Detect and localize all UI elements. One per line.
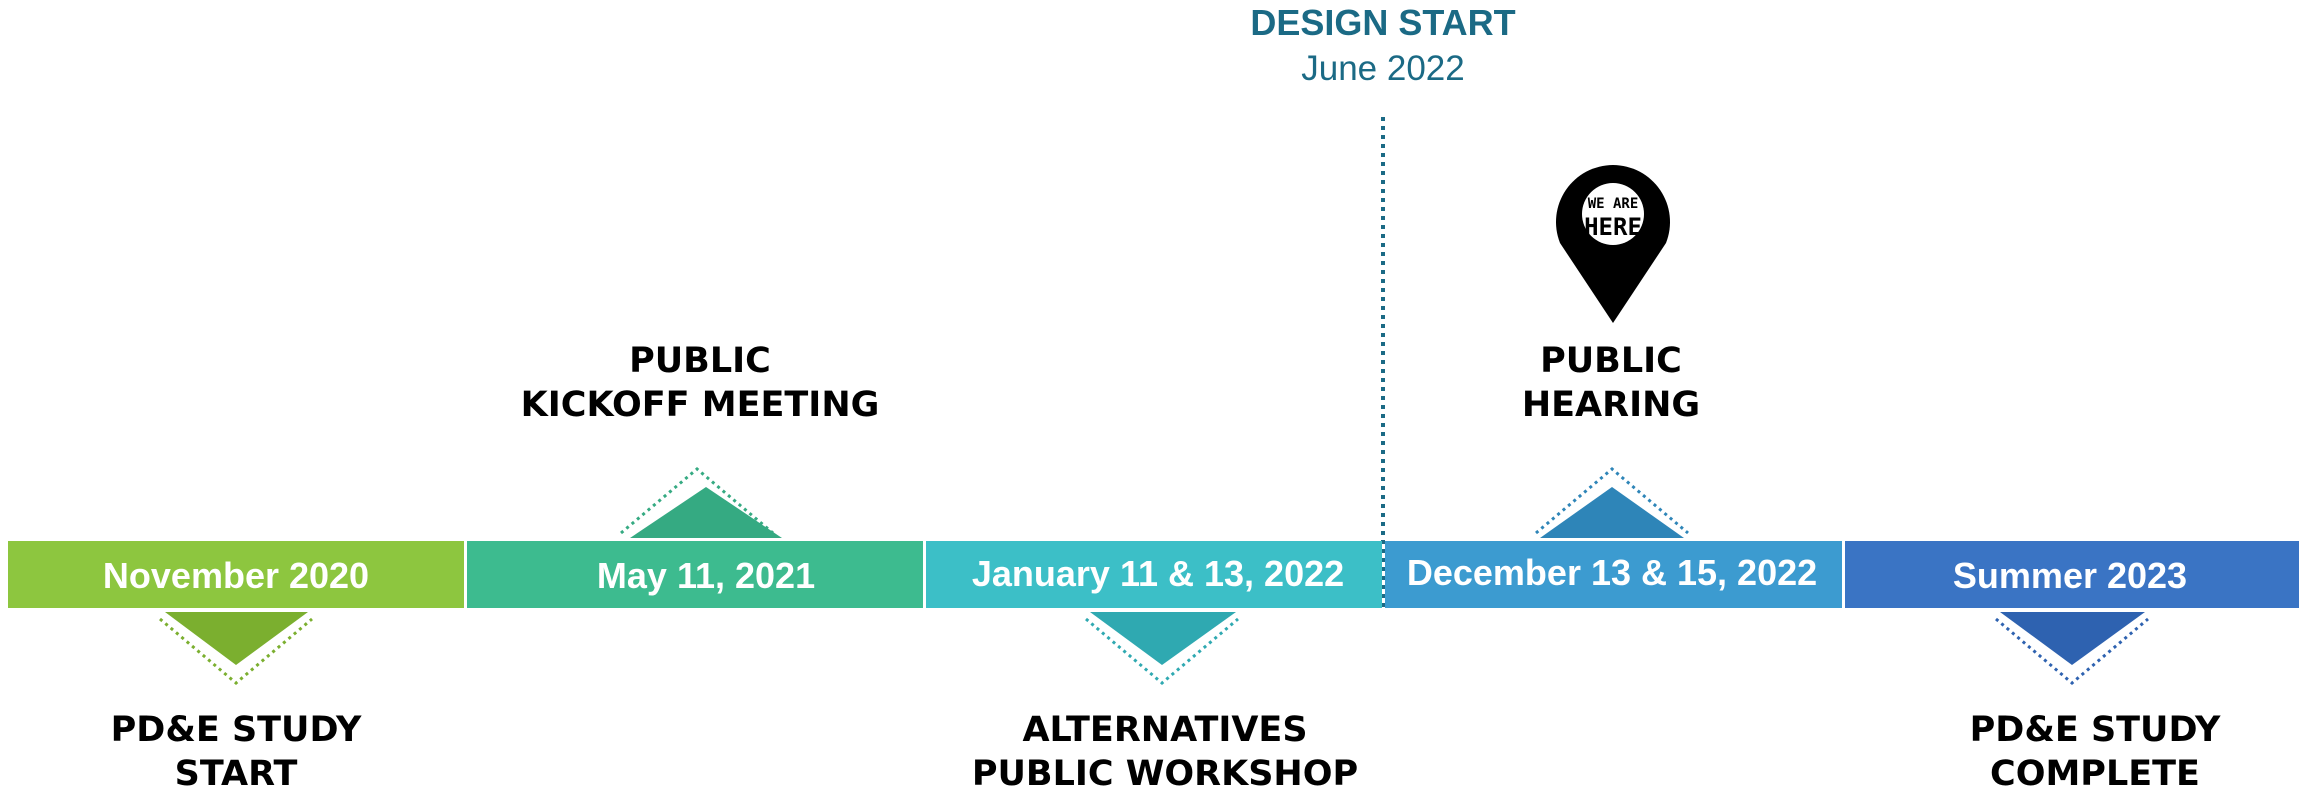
segment-january-2022 (926, 541, 1382, 608)
location-pin-icon: WE ARE HERE (1556, 165, 1670, 323)
segment-december-2022 (1385, 541, 1842, 608)
milestone-4-line-1: PUBLIC (1540, 341, 1682, 381)
milestone-5-line-2: COMPLETE (1990, 754, 2200, 790)
date-label-2: May 11, 2021 (597, 555, 815, 596)
date-labels: November 2020 May 11, 2021 January 11 & … (103, 552, 2187, 596)
marker-dotted-chevron-5 (1995, 617, 2149, 685)
date-label-3: January 11 & 13, 2022 (972, 553, 1344, 594)
design-start-date: June 2022 (1301, 49, 1464, 88)
segment-summer-2023 (1845, 541, 2299, 608)
milestone-4-line-2: HEARING (1522, 385, 1700, 425)
milestone-2-line-1: PUBLIC (629, 341, 771, 381)
date-label-4: December 13 & 15, 2022 (1407, 552, 1817, 593)
marker-dotted-chevron-2 (620, 467, 774, 535)
marker-up-triangle-2 (630, 487, 782, 538)
date-label-1: November 2020 (103, 555, 369, 596)
design-start-title: DESIGN START (1250, 2, 1515, 43)
milestone-markers (159, 467, 2149, 685)
marker-up-triangle-4 (1540, 487, 1684, 538)
milestone-3-line-1: ALTERNATIVES (1022, 710, 1307, 750)
pin-text-line-2: HERE (1584, 213, 1642, 241)
marker-down-triangle-3 (1090, 612, 1236, 665)
marker-dotted-chevron-3 (1085, 617, 1239, 685)
date-label-5: Summer 2023 (1953, 555, 2187, 596)
segment-november-2020 (8, 541, 464, 608)
milestone-2-line-2: KICKOFF MEETING (521, 385, 880, 425)
pin-inner-circle (1582, 183, 1644, 245)
segment-may-2021 (467, 541, 923, 608)
timeline-bar (8, 541, 2299, 608)
design-start-marker: DESIGN START June 2022 (1250, 2, 1516, 612)
marker-dotted-chevron-1 (159, 617, 313, 685)
milestone-3-line-2: PUBLIC WORKSHOP (972, 754, 1358, 790)
milestone-1-line-2: START (175, 754, 298, 790)
milestone-labels: PD&E STUDY START PUBLIC KICKOFF MEETING … (111, 341, 2221, 790)
milestone-1-line-1: PD&E STUDY (111, 710, 362, 750)
milestone-5-line-1: PD&E STUDY (1970, 710, 2221, 750)
marker-dotted-chevron-4 (1535, 467, 1689, 535)
marker-down-triangle-5 (2000, 612, 2145, 665)
pin-text-line-1: WE ARE (1588, 196, 1639, 212)
marker-down-triangle-1 (165, 612, 308, 665)
